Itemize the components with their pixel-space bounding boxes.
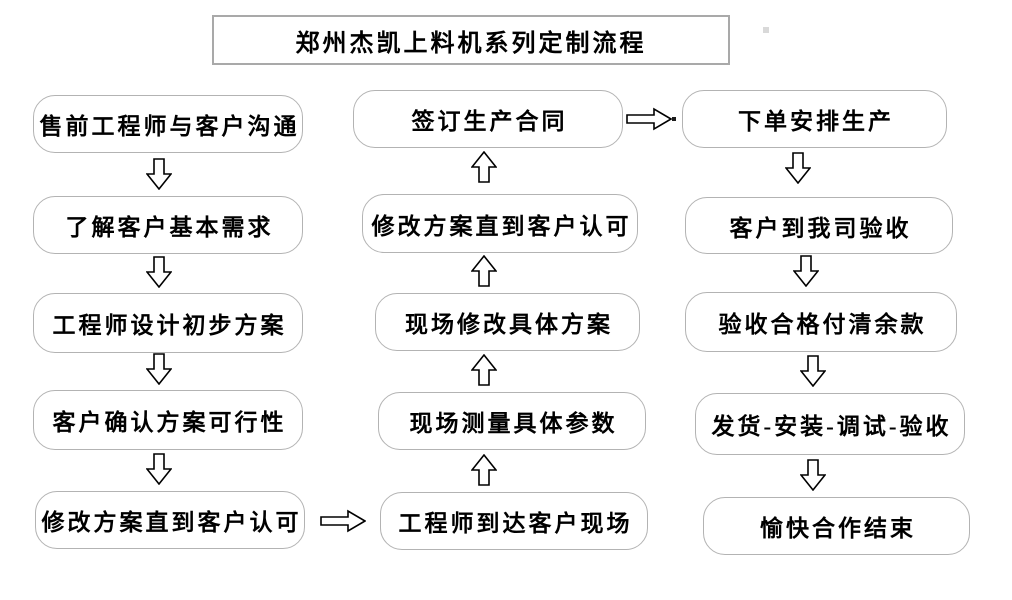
arrow-down-icon — [792, 255, 820, 288]
node-label: 现场测量具体参数 — [409, 411, 618, 436]
arrow-up-icon — [470, 353, 498, 386]
node-ship-install-debug-accept: 发货-安装-调试-验收 — [695, 393, 965, 455]
node-confirm-feasibility: 客户确认方案可行性 — [33, 390, 303, 450]
node-label: 签订生产合同 — [411, 109, 568, 134]
node-pay-balance: 验收合格付清余款 — [685, 292, 957, 352]
node-label: 愉快合作结束 — [760, 516, 916, 541]
node-label: 了解客户基本需求 — [65, 215, 274, 240]
node-revise-until-approved: 修改方案直到客户认可 — [35, 491, 305, 549]
arrow-up-icon — [470, 150, 498, 183]
arrow-tip-dot — [672, 117, 676, 121]
node-label: 验收合格付清余款 — [718, 312, 927, 337]
node-label: 现场修改具体方案 — [405, 312, 613, 337]
arrow-right-icon — [320, 509, 367, 533]
node-customer-acceptance-visit: 客户到我司验收 — [685, 197, 953, 254]
arrow-down-icon — [145, 353, 173, 386]
node-engineer-arrives-site: 工程师到达客户现场 — [380, 492, 648, 550]
arrow-right-icon — [626, 107, 673, 131]
arrow-down-icon — [799, 459, 827, 492]
node-onsite-revise-plan: 现场修改具体方案 — [375, 293, 640, 351]
node-label: 售前工程师与客户沟通 — [39, 114, 300, 139]
node-label: 修改方案直到客户认可 — [371, 213, 632, 239]
arrow-down-icon — [799, 355, 827, 388]
node-label: 客户到我司验收 — [729, 215, 912, 241]
node-label: 工程师到达客户现场 — [398, 511, 633, 536]
node-happy-cooperation-end: 愉快合作结束 — [703, 497, 970, 555]
node-sign-contract: 签订生产合同 — [353, 90, 623, 148]
stray-gray-dot — [763, 27, 769, 33]
flowchart-title-box: 郑州杰凯上料机系列定制流程 — [212, 15, 730, 65]
arrow-down-icon — [145, 256, 173, 289]
node-label: 修改方案直到客户认可 — [41, 510, 302, 535]
node-onsite-measure-params: 现场测量具体参数 — [378, 392, 646, 450]
node-place-order-production: 下单安排生产 — [682, 90, 947, 148]
node-label: 下单安排生产 — [738, 109, 894, 134]
node-understand-needs: 了解客户基本需求 — [33, 196, 303, 254]
node-label: 发货-安装-调试-验收 — [711, 414, 952, 439]
node-presales-communication: 售前工程师与客户沟通 — [33, 95, 303, 153]
node-label: 客户确认方案可行性 — [52, 410, 287, 435]
node-label: 工程师设计初步方案 — [52, 313, 287, 338]
arrow-down-icon — [145, 453, 173, 486]
node-preliminary-design: 工程师设计初步方案 — [33, 293, 303, 353]
arrow-down-icon — [145, 158, 173, 191]
arrow-down-icon — [784, 152, 812, 185]
arrow-up-icon — [470, 254, 498, 287]
flowchart-title: 郑州杰凯上料机系列定制流程 — [295, 30, 647, 57]
node-revise-until-approved-onsite: 修改方案直到客户认可 — [362, 194, 638, 253]
arrow-up-icon — [470, 453, 498, 486]
